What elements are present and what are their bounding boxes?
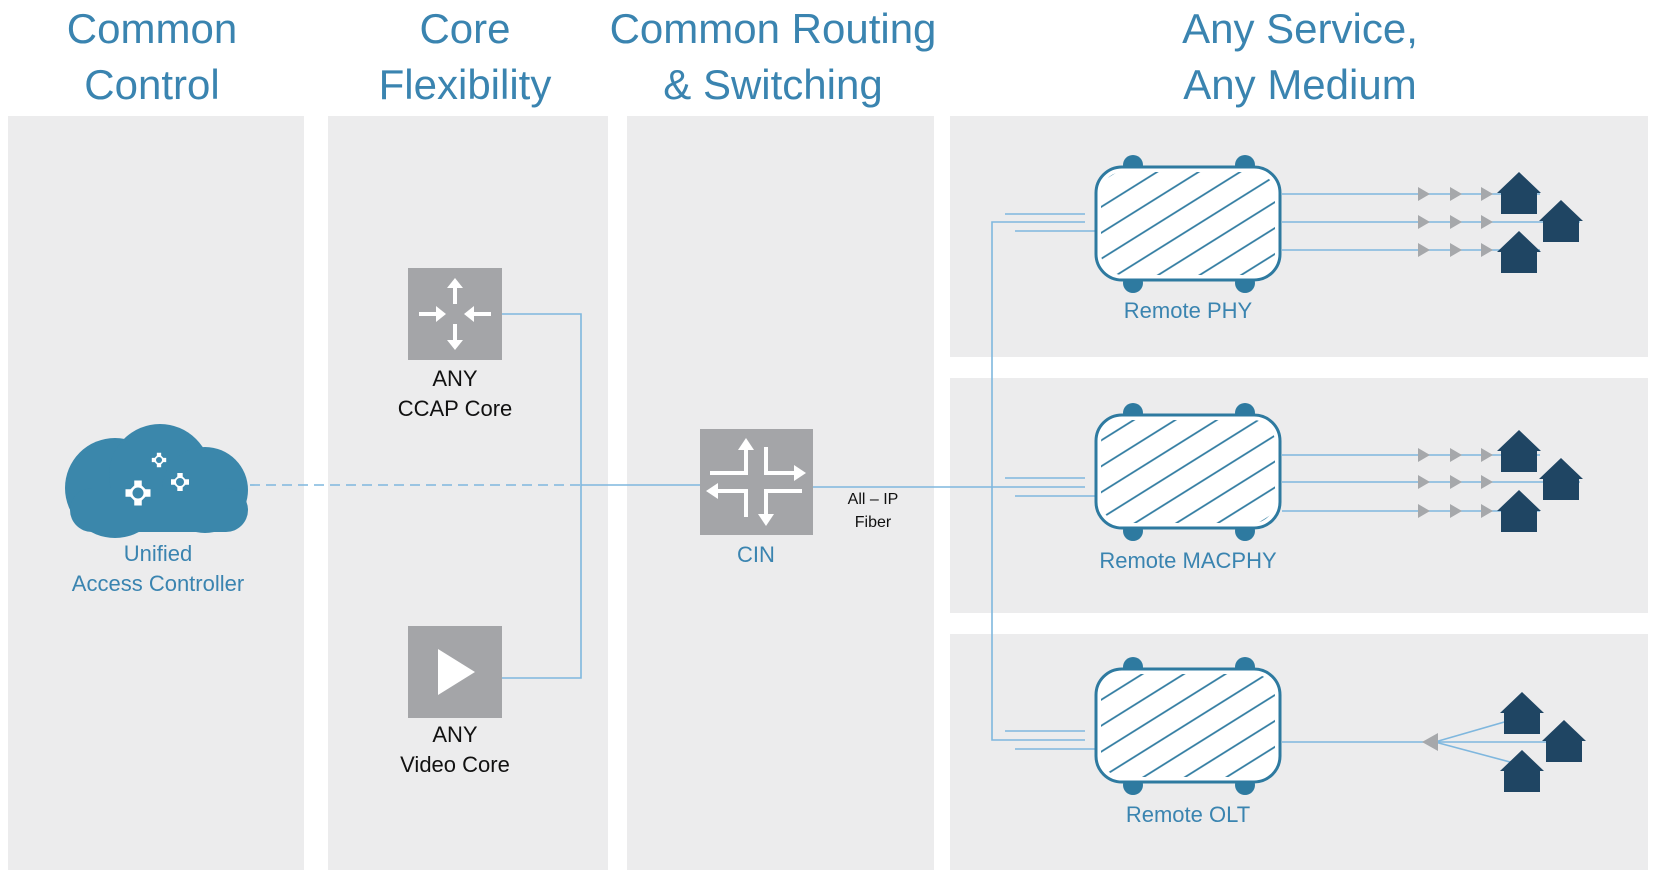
play-icon (408, 626, 502, 718)
cloud-gears-icon (65, 424, 248, 538)
home-icon (1497, 172, 1541, 214)
home-icon (1539, 458, 1583, 500)
home-icon (1497, 490, 1541, 532)
signal-arrows (1418, 187, 1493, 751)
remote-olt-label: Remote OLT (1125, 802, 1251, 827)
remote-macphy-label: Remote MACPHY (1099, 548, 1277, 573)
panel-remote-phy (950, 116, 1648, 357)
panel-core-flexibility (328, 116, 608, 870)
fiber-label: All – IP Fiber (847, 491, 899, 531)
panel-remote-olt (950, 634, 1648, 870)
column-title-common-control: Common Control (66, 5, 238, 108)
home-icon (1539, 200, 1583, 242)
home-icons (1497, 172, 1586, 792)
ccap-core-label: ANY CCAP Core (397, 366, 513, 421)
column-title-core-flexibility: Core Flexibility (378, 5, 552, 108)
column-title-common-routing: Common Routing & Switching (609, 5, 937, 108)
cin-label: CIN (737, 542, 775, 567)
home-icon (1500, 692, 1544, 734)
home-icon (1500, 750, 1544, 792)
remote-macphy-node (1094, 403, 1282, 541)
core-bracket (500, 313, 582, 679)
router-arrows-icon (408, 268, 502, 360)
video-core-label: ANY Video Core (400, 722, 510, 777)
home-icon (1542, 720, 1586, 762)
home-icon (1497, 430, 1541, 472)
home-icon (1497, 231, 1541, 273)
remote-olt-node (1094, 657, 1282, 795)
controller-label: Unified Access Controller (71, 541, 245, 596)
fiber-bus (991, 221, 1085, 741)
remote-phy-label: Remote PHY (1123, 298, 1253, 323)
switch-arrows-icon (700, 429, 813, 535)
remote-phy-node (1094, 155, 1282, 293)
column-title-any-service: Any Service, Any Medium (1182, 5, 1418, 108)
